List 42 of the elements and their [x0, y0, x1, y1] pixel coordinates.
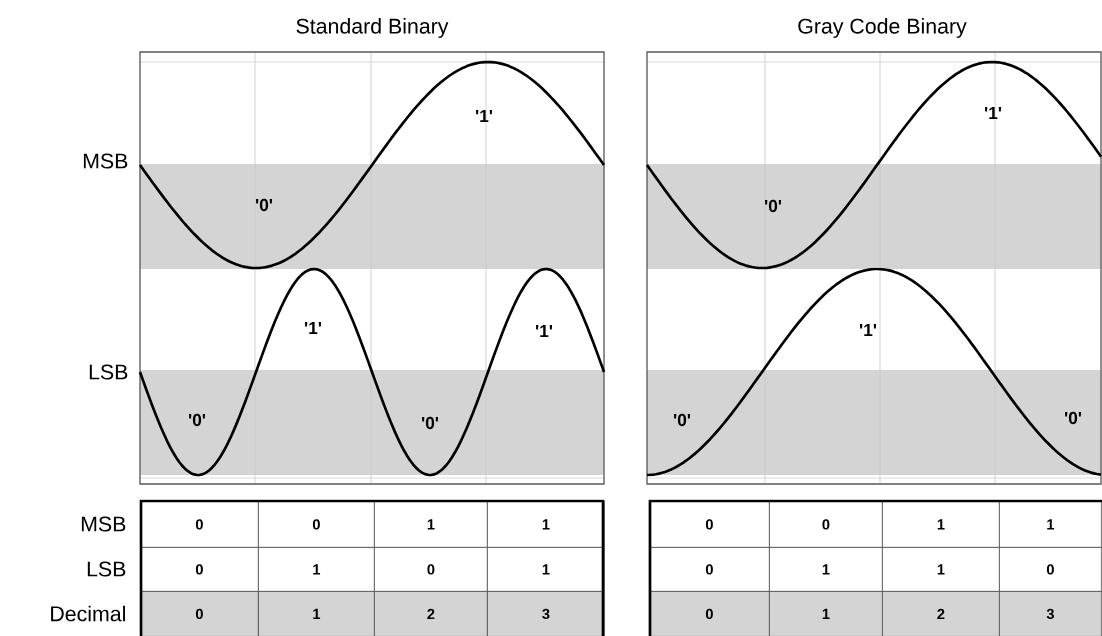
- bit-label: '1': [860, 324, 877, 336]
- table-cell: 0: [140, 547, 259, 592]
- table-cell: 0: [140, 501, 259, 548]
- table-cell: 0: [649, 591, 770, 636]
- row-label: Decimal: [51, 605, 125, 622]
- row-label: LSB: [87, 561, 126, 577]
- table-cell: 0: [769, 501, 883, 548]
- table-cell: 1: [258, 591, 375, 636]
- table-cell: 1: [487, 547, 605, 592]
- table-cell: 3: [999, 591, 1102, 636]
- table-cell: 0: [999, 547, 1102, 592]
- table-cell: 0: [140, 591, 259, 636]
- table-cell: 1: [769, 547, 883, 592]
- bit-label: '0': [1065, 411, 1082, 425]
- table-cell: 0: [649, 547, 770, 592]
- table-cell: 2: [882, 591, 1000, 636]
- table-cell: 0: [374, 547, 488, 592]
- table-cell: 1: [882, 547, 1000, 592]
- row-label: MSB: [81, 516, 126, 532]
- bit-label: '1': [985, 107, 1002, 119]
- bit-label: '0': [256, 198, 273, 212]
- bit-label: '0': [189, 413, 206, 427]
- panel-title: Standard Binary: [296, 18, 449, 38]
- table-cell: 1: [374, 501, 488, 548]
- table-cell: 1: [882, 501, 1000, 548]
- table-cell: 0: [649, 501, 770, 548]
- table-cell: 3: [487, 591, 605, 636]
- table-cell: 2: [374, 591, 488, 636]
- bit-label: '1': [476, 110, 493, 122]
- table-cell: 1: [487, 501, 605, 548]
- table-cell: 1: [999, 501, 1102, 548]
- table-cell: 1: [258, 547, 375, 592]
- axis-label: LSB: [89, 364, 128, 380]
- bit-label: '1': [536, 325, 553, 337]
- panel-title: Gray Code Binary: [798, 18, 967, 38]
- bit-label: '0': [674, 413, 691, 427]
- bit-label: '0': [765, 199, 782, 213]
- axis-label: MSB: [83, 153, 128, 169]
- bit-label: '1': [305, 322, 322, 334]
- bit-label: '0': [422, 416, 439, 430]
- table-cell: 0: [258, 501, 375, 548]
- table-cell: 1: [769, 591, 883, 636]
